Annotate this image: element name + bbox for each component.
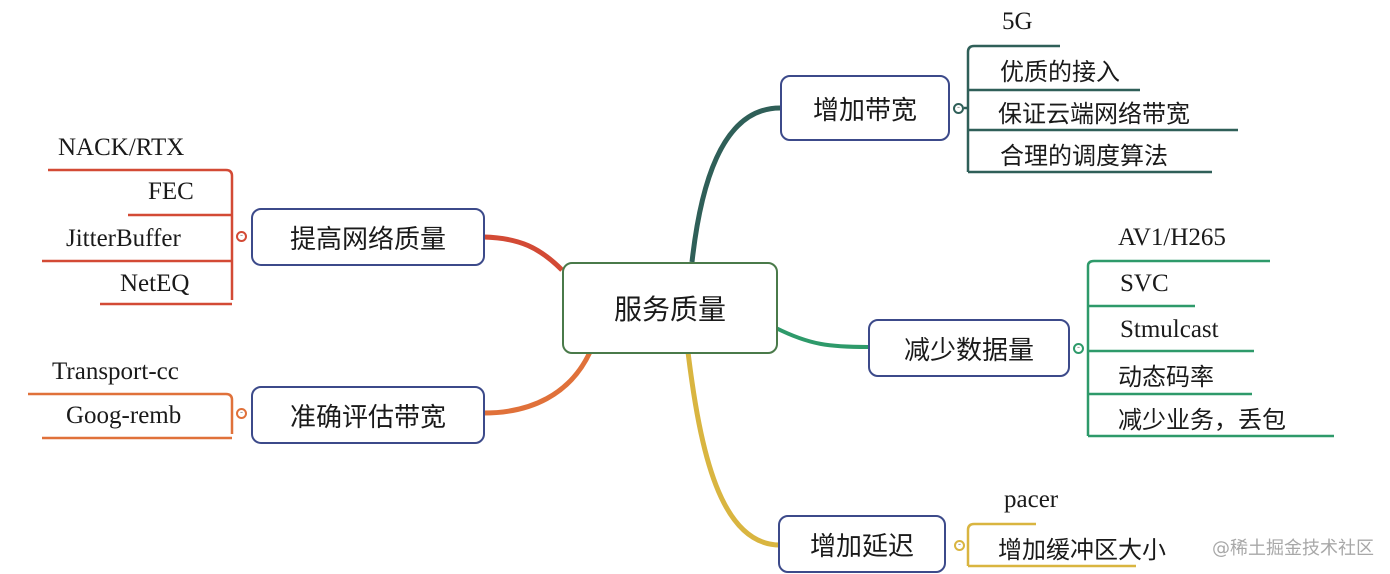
branch-label: 增加延迟: [809, 531, 914, 562]
root-label: 服务质量: [613, 293, 726, 326]
leaf-svc[interactable]: SVC: [1120, 270, 1169, 297]
link-root-estimate-bandwidth: [483, 350, 593, 416]
link-root-improve-network: [483, 234, 564, 272]
branch-node-estimate-bandwidth[interactable]: 准确评估带宽: [251, 386, 485, 444]
leaf-nack-rtx[interactable]: NACK/RTX: [58, 134, 185, 161]
leaf-transport-cc[interactable]: Transport-cc: [52, 358, 179, 385]
leaf-increase-buffer[interactable]: 增加缓冲区大小: [998, 536, 1166, 564]
leaf-neteq[interactable]: NetEQ: [120, 270, 190, 297]
branch-label: 准确评估带宽: [289, 402, 446, 433]
leaf-5g[interactable]: 5G: [1002, 8, 1033, 35]
branch-node-improve-network[interactable]: 提高网络质量: [251, 208, 485, 266]
root-node[interactable]: 服务质量: [562, 262, 778, 354]
branch-label: 减少数据量: [903, 335, 1034, 366]
branch-node-reduce-data[interactable]: 减少数据量: [868, 319, 1070, 377]
collapse-toggle-icon[interactable]: -: [236, 231, 247, 242]
link-root-increase-latency: [685, 351, 781, 548]
watermark: @稀土掘金技术社区: [1212, 538, 1374, 559]
leaf-reduce-business-drop[interactable]: 减少业务，丢包: [1118, 406, 1286, 434]
leaf-pacer[interactable]: pacer: [1004, 486, 1059, 513]
leaf-scheduling-algorithm[interactable]: 合理的调度算法: [1000, 142, 1168, 170]
leaf-jitterbuffer[interactable]: JitterBuffer: [66, 225, 181, 252]
leaf-simulcast[interactable]: Stmulcast: [1120, 316, 1219, 343]
branch-node-increase-bandwidth[interactable]: 增加带宽: [780, 75, 950, 141]
collapse-toggle-icon[interactable]: -: [1073, 343, 1084, 354]
collapse-toggle-icon[interactable]: -: [953, 103, 964, 114]
leaf-av1-h265[interactable]: AV1/H265: [1118, 224, 1226, 251]
collapse-toggle-icon[interactable]: -: [236, 408, 247, 419]
leaf-cloud-bandwidth[interactable]: 保证云端网络带宽: [998, 100, 1190, 128]
leaf-goog-remb[interactable]: Goog-remb: [66, 402, 182, 429]
leaf-fec[interactable]: FEC: [148, 178, 194, 205]
collapse-toggle-icon[interactable]: -: [954, 540, 965, 551]
branch-label: 提高网络质量: [289, 224, 446, 255]
link-root-increase-bandwidth: [689, 105, 781, 263]
leaf-dynamic-bitrate[interactable]: 动态码率: [1118, 363, 1214, 391]
branch-node-increase-latency[interactable]: 增加延迟: [778, 515, 946, 573]
branch-label: 增加带宽: [812, 95, 917, 126]
link-root-reduce-data: [775, 326, 869, 349]
leaf-quality-access[interactable]: 优质的接入: [1000, 58, 1120, 86]
